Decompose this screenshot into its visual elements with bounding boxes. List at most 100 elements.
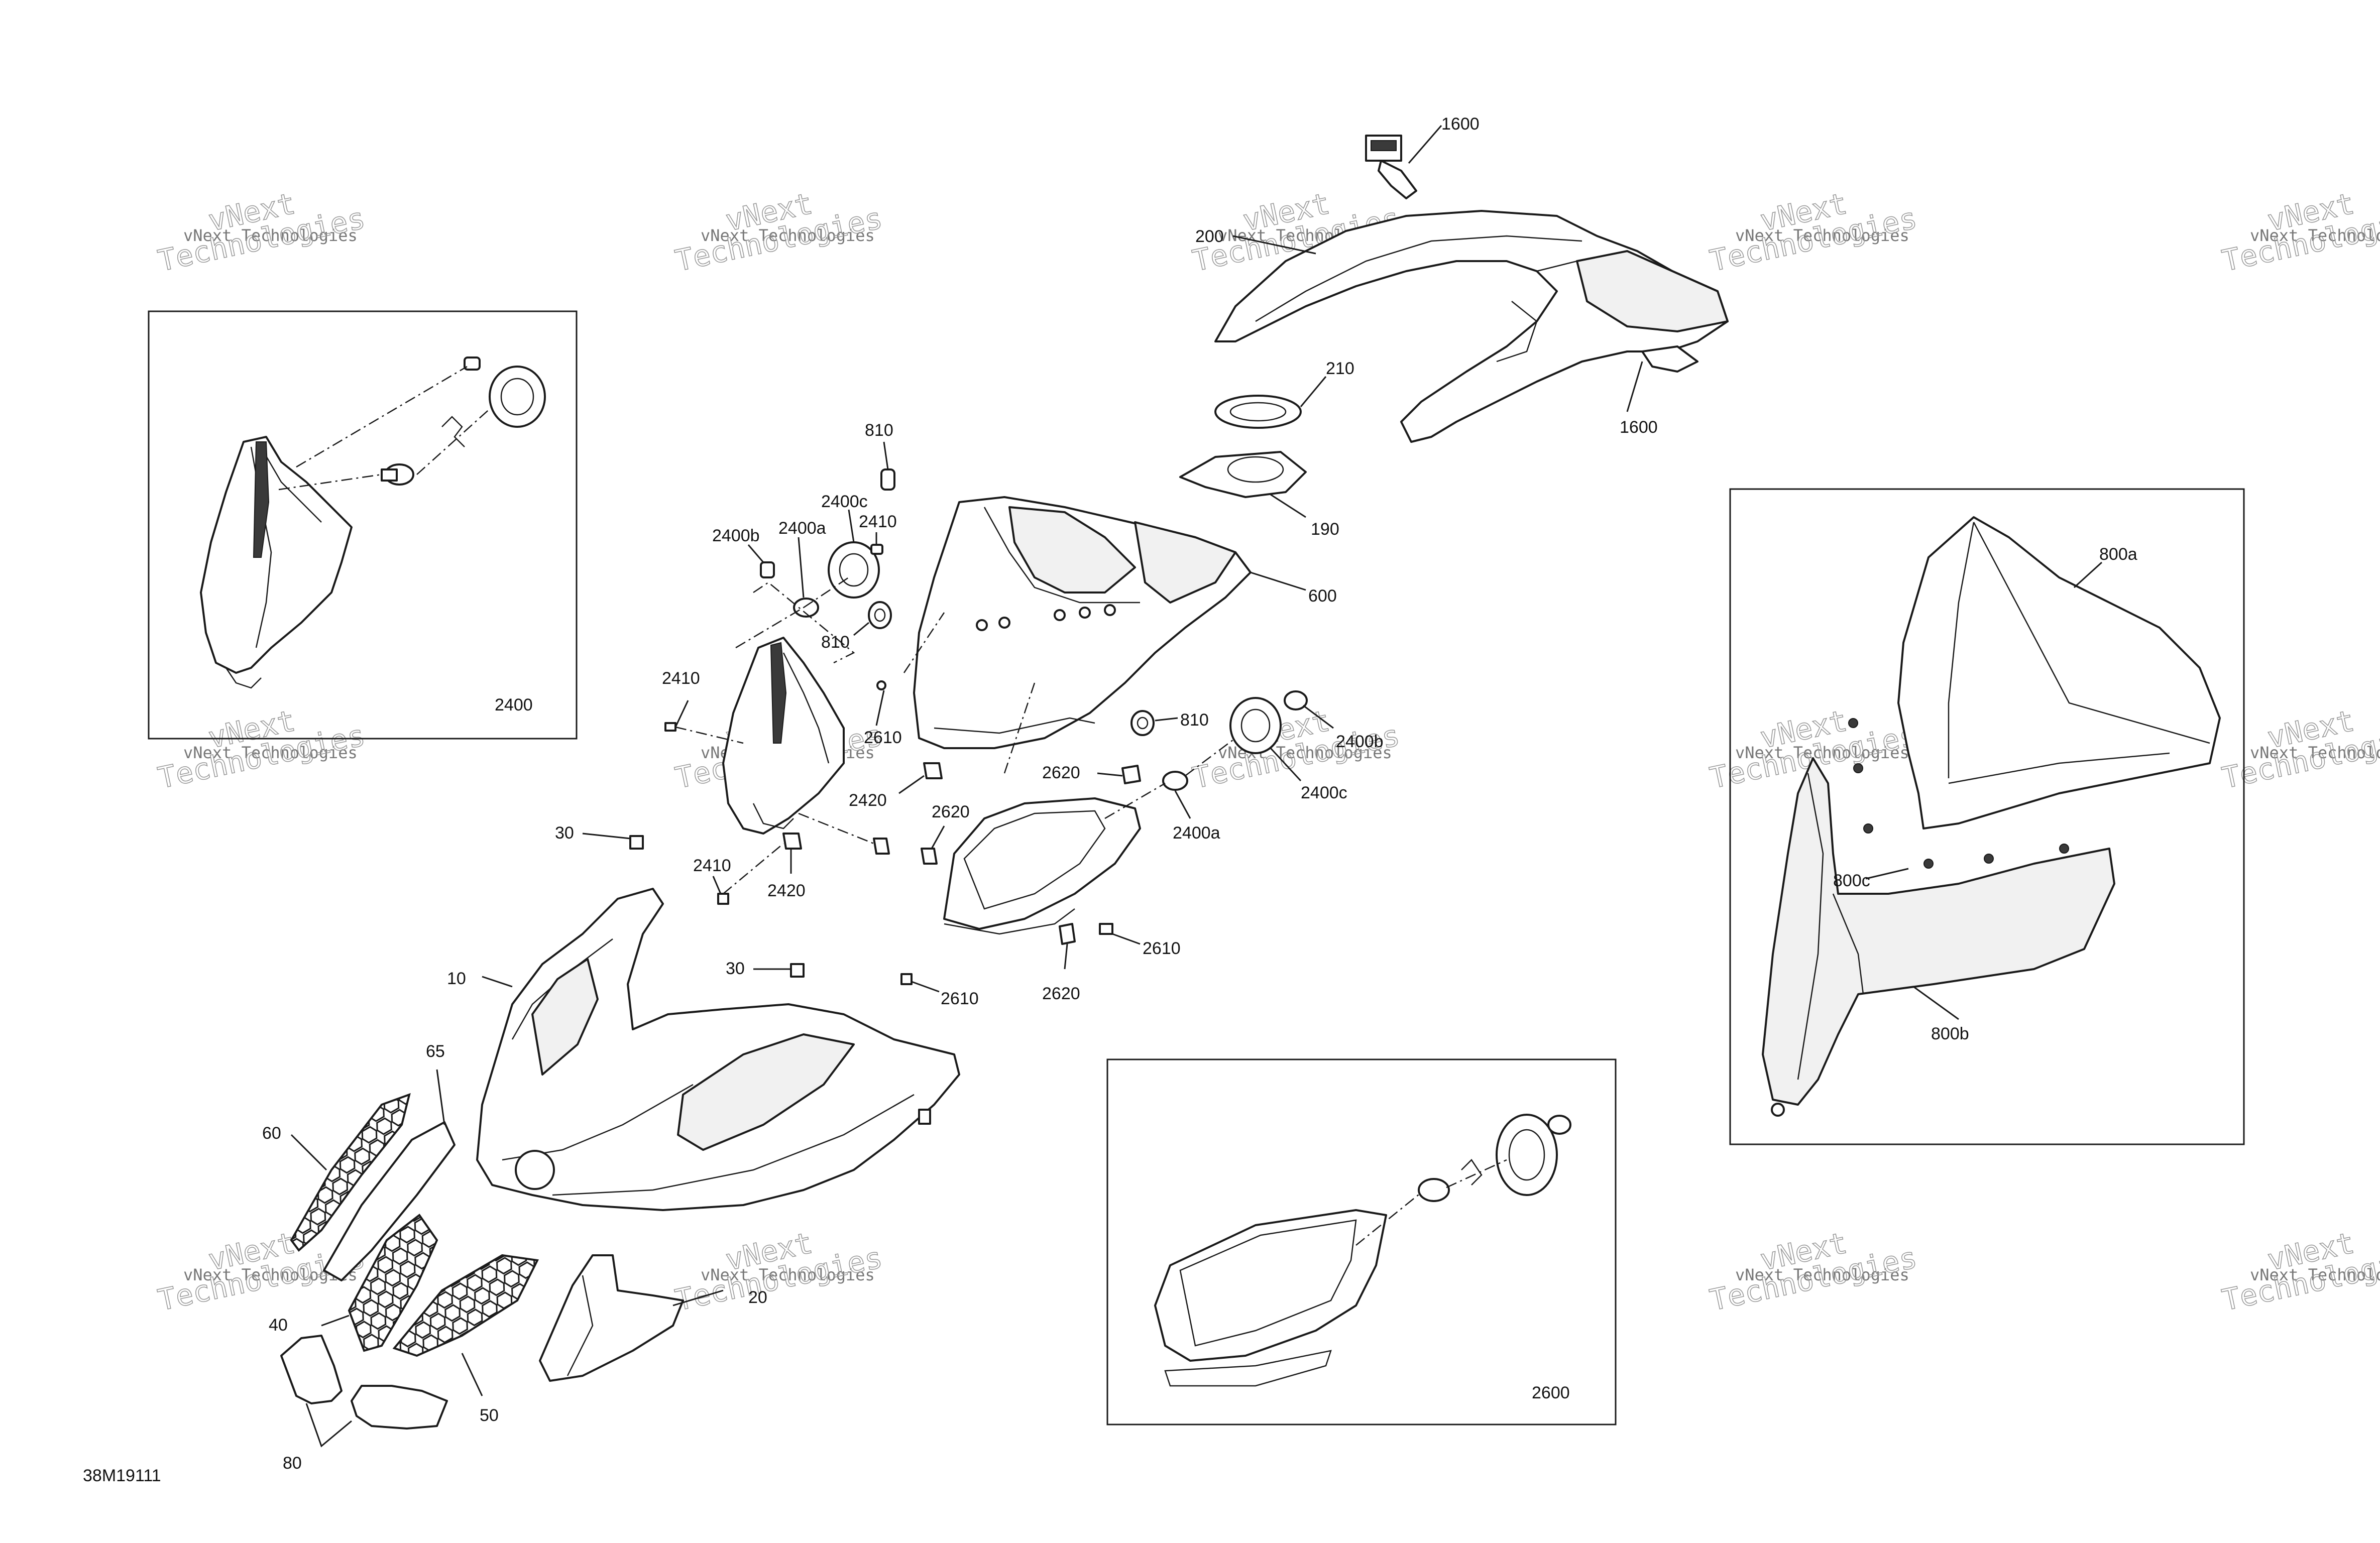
windshield-edge <box>1948 752 2170 784</box>
spring-clip <box>1461 1159 1483 1185</box>
nut-2420 <box>873 838 890 855</box>
callout-30-mid: 30 <box>726 959 745 978</box>
leader-2410 <box>674 700 689 728</box>
assembly-line <box>903 612 945 673</box>
hood-tab <box>918 1109 931 1125</box>
callout-800b: 800b <box>1931 1024 1969 1043</box>
hood-10 <box>476 888 960 1211</box>
callout-800c: 800c <box>1833 871 1870 890</box>
housing-edge <box>263 451 322 523</box>
grille-50 <box>392 1254 539 1357</box>
deflector-edge <box>1832 893 1864 995</box>
decal-80 <box>351 1385 448 1430</box>
nut-2620 <box>1121 765 1141 784</box>
callout-2610-lower: 2610 <box>941 989 979 1008</box>
watermark-text: vNext Technologies <box>1735 1265 1909 1284</box>
dust-cap-ring <box>500 378 534 416</box>
nut-2620 <box>921 848 938 865</box>
strap-slot <box>1371 140 1397 151</box>
panel-edge <box>566 1275 594 1376</box>
trim-ring-inner <box>1229 402 1287 422</box>
leader-190 <box>1270 494 1306 518</box>
bulb-base <box>381 468 398 482</box>
watermark-12: vNext Technologies vNext Technologies <box>672 1225 886 1318</box>
gauge-bezel-190 <box>1179 451 1307 498</box>
windshield-edge <box>1973 522 2210 744</box>
lens-trim <box>944 908 1075 935</box>
assembly-line <box>753 581 855 664</box>
dust-cap-ring <box>1508 1129 1545 1181</box>
nut-2620 <box>1059 923 1076 945</box>
headlight-lens-2600 <box>943 797 1141 930</box>
hood-vent <box>677 1033 855 1151</box>
hood-edge <box>552 1094 915 1196</box>
leader-2400b <box>1303 704 1334 729</box>
callout-2410-left: 2410 <box>662 669 700 688</box>
callout-210: 210 <box>1326 359 1354 378</box>
headlight-assembly-2600 <box>1154 1209 1387 1362</box>
part-60-65: 60 65 <box>262 1042 456 1281</box>
hood-hole <box>976 619 988 631</box>
hood-hole <box>1054 609 1066 621</box>
leader-50 <box>461 1353 483 1396</box>
dust-cap <box>489 366 546 428</box>
watermark-text: vNext Technologies <box>2250 1265 2380 1284</box>
lens-inner <box>1179 1219 1357 1347</box>
assembly-line <box>1355 1192 1422 1246</box>
bulb-2400a <box>793 598 819 618</box>
assembly-line <box>675 726 744 744</box>
leader-810 <box>853 622 869 636</box>
watermark-1: vNext Technologies vNext Technologies <box>155 186 369 278</box>
watermark-text: vNext Technologies <box>2250 226 2380 245</box>
leader-810 <box>1155 717 1178 722</box>
leader-210 <box>1300 376 1327 407</box>
leader-2610 <box>875 690 885 726</box>
leader-2400c <box>848 509 855 543</box>
callout-2420-top: 2420 <box>849 791 887 810</box>
callout-2620-top: 2620 <box>1042 763 1080 782</box>
callout-80: 80 <box>283 1454 302 1473</box>
callout-2400a-left: 2400a <box>778 519 826 538</box>
leader-800b <box>1913 986 1959 1020</box>
callout-810-right: 810 <box>1180 710 1209 730</box>
fastener-800c <box>1853 763 1863 773</box>
hood-recess <box>1008 506 1136 594</box>
leader-10 <box>482 976 513 988</box>
leader-810 <box>883 441 889 470</box>
callout-2400b-right: 2400b <box>1336 732 1384 751</box>
callout-40: 40 <box>269 1316 288 1335</box>
dust-cap <box>1496 1114 1558 1196</box>
housing-edge <box>752 803 794 829</box>
watermark-text: vNext Technologies <box>1735 743 1909 762</box>
headlight-left-assembly: 2400a 2400b 2400c 2410 2410 2410 2420 24… <box>662 492 1036 905</box>
bulb-2400b <box>1284 690 1308 710</box>
callout-65: 65 <box>426 1042 445 1061</box>
leader-2620 <box>1064 943 1068 970</box>
housing-trim <box>770 642 787 744</box>
hood-hole <box>1079 607 1091 619</box>
callout-190: 190 <box>1311 520 1339 539</box>
housing-trim <box>253 441 270 558</box>
callout-2410-top: 2410 <box>859 512 897 531</box>
fastener-800c <box>1923 859 1934 869</box>
leader-80 <box>305 1403 352 1448</box>
part-80: 80 <box>280 1335 448 1473</box>
watermark-text: vNext Technologies <box>701 226 875 245</box>
screw-2410 <box>870 544 883 555</box>
document-id: 38M19111 <box>83 1466 161 1485</box>
callout-50: 50 <box>480 1406 499 1425</box>
assembly-line <box>798 812 874 845</box>
leader-2410 <box>712 876 722 894</box>
screw-2610 <box>876 680 886 690</box>
nut-2420 <box>782 833 802 850</box>
trim-strip-65 <box>323 1121 456 1281</box>
part-210: 210 <box>1214 359 1354 429</box>
grommet-810 <box>1130 710 1155 736</box>
grommet-810 <box>868 601 892 629</box>
bulb-2400b <box>760 561 775 578</box>
detail-box-frame <box>1106 1058 1617 1426</box>
assembly-line <box>278 473 382 491</box>
assembly-line <box>723 843 784 894</box>
hood-hole <box>998 617 1010 629</box>
